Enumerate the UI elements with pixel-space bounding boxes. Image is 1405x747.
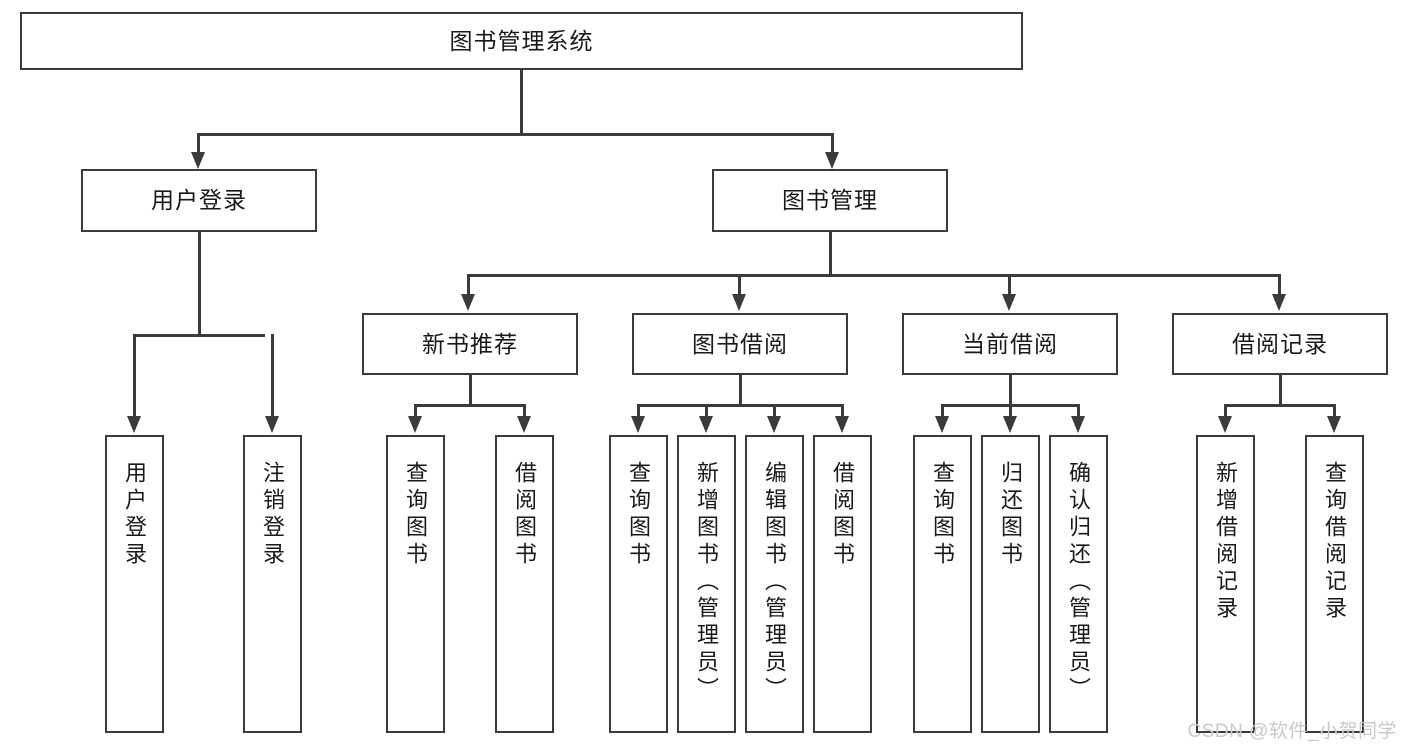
arrow-bm-to-new-book [461,294,475,311]
connector-book-borrow-stem [739,375,742,406]
node-leaf-user-login[interactable]: 用户登录 [105,435,164,733]
connector-new-book-stem [469,375,472,406]
connector-cb-to-leaf-2 [1009,404,1012,418]
connector-cb-to-leaf-1 [941,404,944,418]
connector-bm-to-book-borrow [738,274,741,296]
connector-bm-to-new-book [467,274,470,296]
connector-new-book-bus [414,404,526,407]
node-label: 用户登录 [151,187,247,213]
arrow-bb-to-leaf-2 [699,416,713,433]
connector-borrow-record-bus [1224,404,1336,407]
arrow-nb-to-leaf-1 [408,416,422,433]
node-label: 借阅图书 [512,461,538,569]
arrow-bb-to-leaf-4 [835,416,849,433]
arrow-bm-to-current-borrow [1002,294,1016,311]
node-label: 图书借阅 [692,330,788,357]
node-leaf-query-book-borrow[interactable]: 查询图书 [609,435,668,733]
watermark-text: CSDN @软件_小贺同学 [1187,721,1397,742]
node-new-book-recommend[interactable]: 新书推荐 [362,313,578,375]
node-label: 借阅记录 [1232,330,1328,357]
node-label: 注销登录 [260,461,286,569]
node-label: 查询图书 [930,461,956,569]
node-label: 图书管理系统 [449,27,594,54]
arrow-user-login-to-leaf-2 [265,416,279,433]
node-leaf-borrow-book-recommend[interactable]: 借阅图书 [495,435,554,733]
arrow-user-login-to-leaf-1 [127,416,141,433]
connector-bb-to-leaf-3 [773,404,776,418]
arrow-bm-to-book-borrow [732,294,746,311]
node-label: 用户登录 [122,461,148,569]
arrow-root-to-book-management [825,152,839,169]
connector-borrow-record-stem [1279,375,1282,406]
connector-br-to-leaf-1 [1224,404,1227,418]
connector-user-login-bus [133,334,265,337]
node-label: 新增图书（管理员） [694,461,720,704]
node-label: 归还图书 [998,461,1024,569]
connector-nb-to-leaf-2 [523,404,526,418]
node-book-management[interactable]: 图书管理 [712,169,948,232]
arrow-br-to-leaf-2 [1327,416,1341,433]
connector-root-to-book-management [831,133,834,155]
connector-root-stem [520,70,523,134]
node-book-borrow[interactable]: 图书借阅 [632,313,848,375]
arrow-bb-to-leaf-1 [631,416,645,433]
connector-book-management-bus [467,274,1280,277]
arrow-bm-to-borrow-record [1272,294,1286,311]
connector-bb-to-leaf-1 [637,404,640,418]
connector-bm-to-borrow-record [1278,274,1281,296]
connector-current-borrow-stem [1009,375,1012,406]
connector-user-login-stem [198,232,201,336]
arrow-cb-to-leaf-1 [935,416,949,433]
connector-nb-to-leaf-1 [414,404,417,418]
node-label: 新增借阅记录 [1213,461,1239,623]
arrow-cb-to-leaf-3 [1071,416,1085,433]
node-leaf-query-book-recommend[interactable]: 查询图书 [386,435,445,733]
connector-root-bus [197,133,834,136]
node-label: 编辑图书（管理员） [762,461,788,704]
arrow-bb-to-leaf-3 [767,416,781,433]
node-label: 确认归还（管理员） [1066,461,1092,704]
node-label: 新书推荐 [422,330,518,357]
node-leaf-add-book-admin[interactable]: 新增图书（管理员） [677,435,736,733]
node-leaf-return-book[interactable]: 归还图书 [981,435,1040,733]
node-label: 查询图书 [626,461,652,569]
node-label: 图书管理 [782,187,878,213]
node-leaf-confirm-return-admin[interactable]: 确认归还（管理员） [1049,435,1108,733]
node-leaf-add-borrow-record[interactable]: 新增借阅记录 [1196,435,1255,733]
node-leaf-edit-book-admin[interactable]: 编辑图书（管理员） [745,435,804,733]
node-current-borrow[interactable]: 当前借阅 [902,313,1118,375]
connector-book-management-stem [829,232,832,276]
node-leaf-query-book-current[interactable]: 查询图书 [913,435,972,733]
node-label: 查询图书 [403,461,429,569]
connector-bb-to-leaf-4 [841,404,844,418]
node-user-login[interactable]: 用户登录 [81,169,317,232]
node-borrow-record[interactable]: 借阅记录 [1172,313,1388,375]
node-label: 当前借阅 [962,330,1058,357]
node-leaf-query-borrow-record[interactable]: 查询借阅记录 [1305,435,1364,733]
connector-cb-to-leaf-3 [1077,404,1080,418]
node-leaf-logout-login[interactable]: 注销登录 [243,435,302,733]
node-leaf-borrow-book[interactable]: 借阅图书 [813,435,872,733]
arrow-nb-to-leaf-2 [517,416,531,433]
connector-user-login-to-leaf-1 [133,334,136,418]
arrow-root-to-user-login [191,152,205,169]
connector-bb-to-leaf-2 [705,404,708,418]
node-label: 查询借阅记录 [1322,461,1348,623]
connector-bm-to-current-borrow [1008,274,1011,296]
connector-user-login-to-leaf-2 [271,334,274,418]
node-root-book-management-system[interactable]: 图书管理系统 [20,12,1023,70]
connector-br-to-leaf-2 [1333,404,1336,418]
node-label: 借阅图书 [830,461,856,569]
connector-book-borrow-bus [637,404,843,407]
connector-root-to-user-login [197,133,200,155]
arrow-cb-to-leaf-2 [1003,416,1017,433]
arrow-br-to-leaf-1 [1218,416,1232,433]
